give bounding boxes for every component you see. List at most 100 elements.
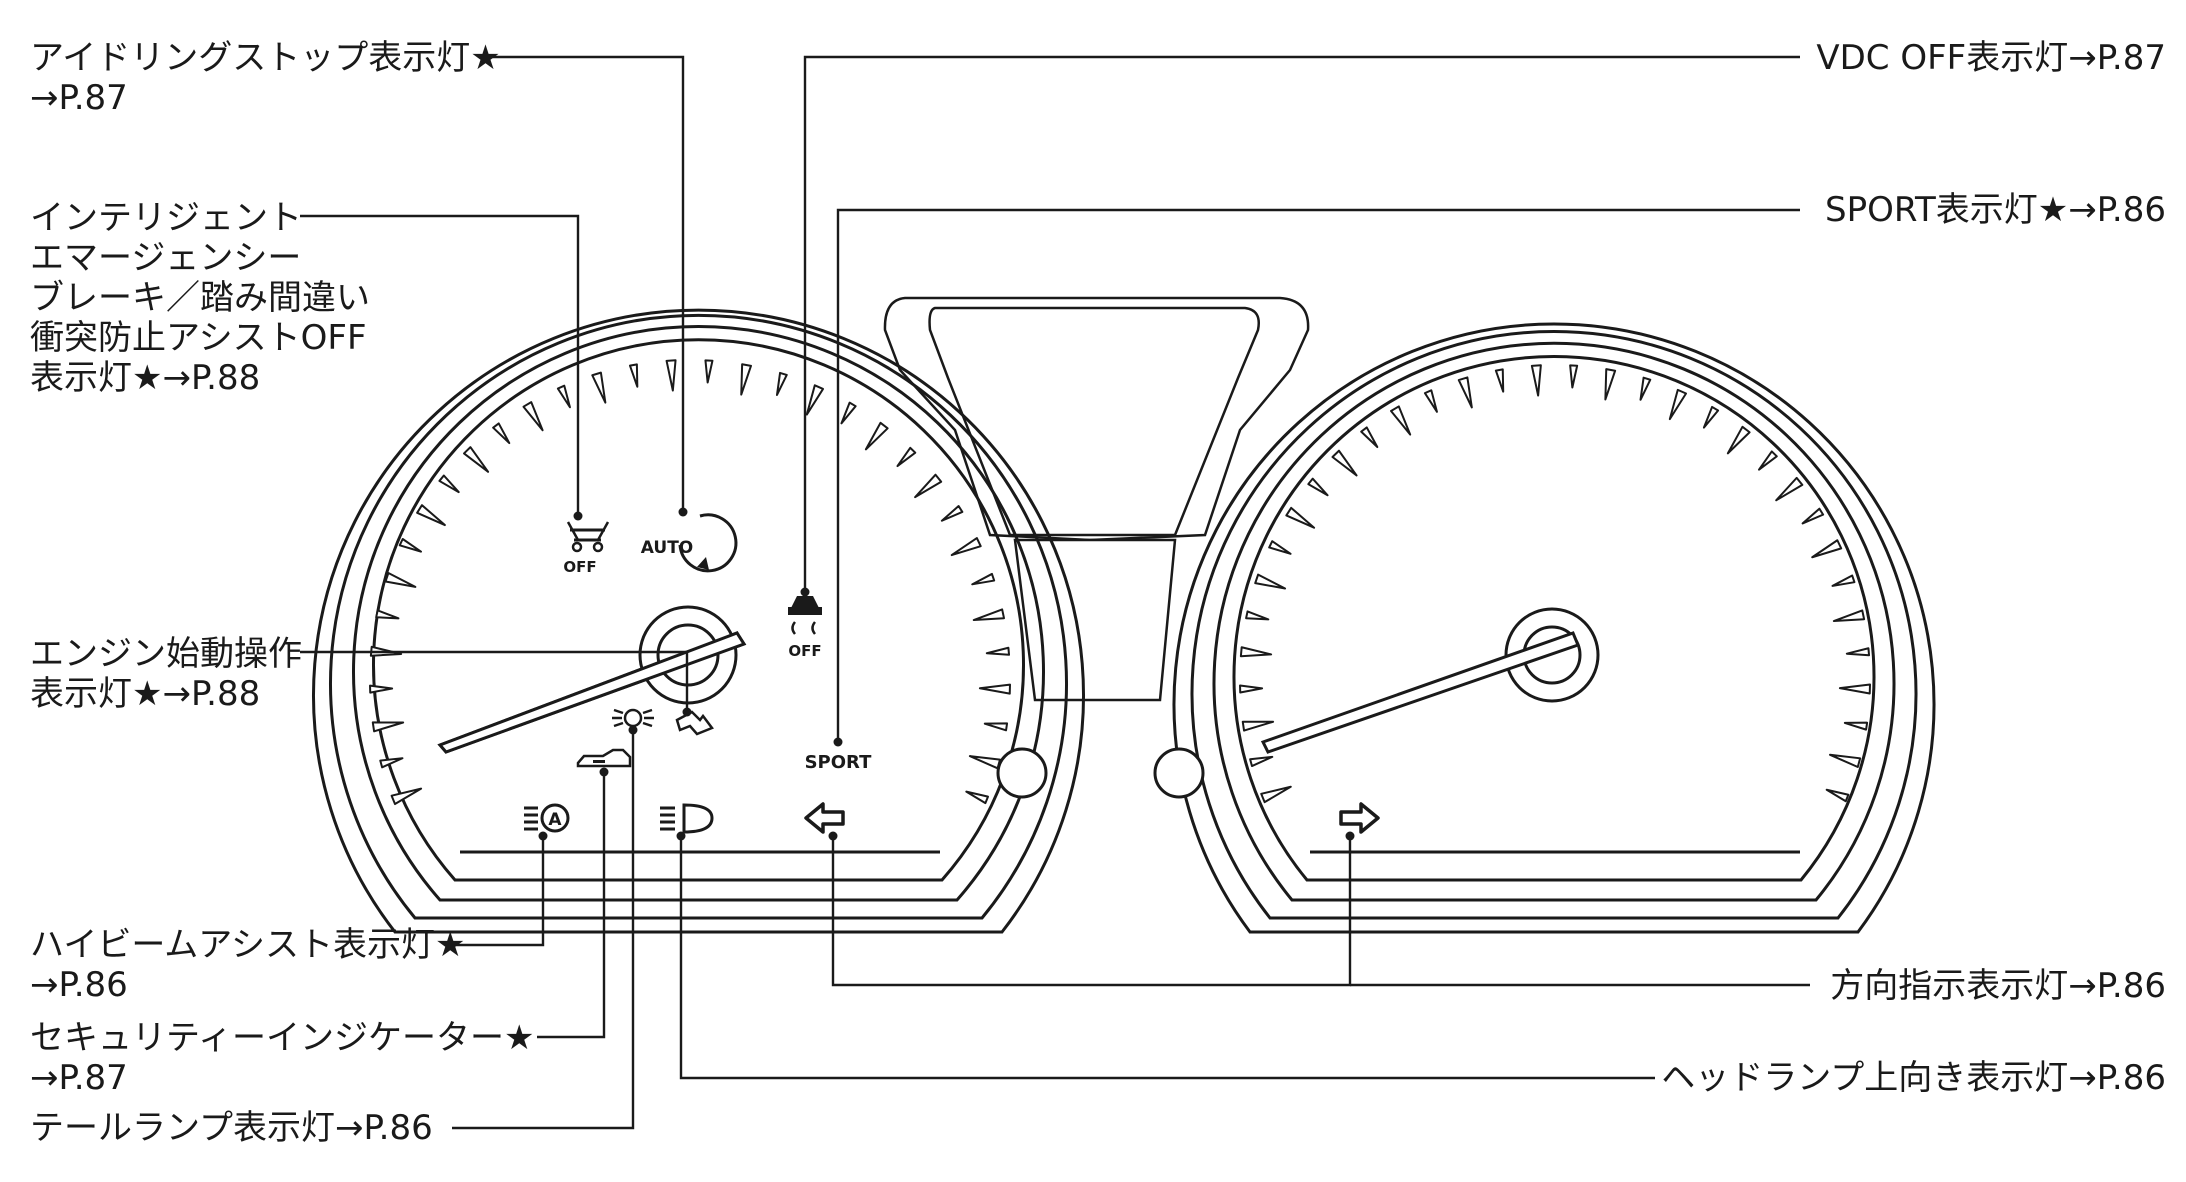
right-gauge-tick — [1268, 540, 1292, 555]
left-gauge-tick — [914, 473, 943, 499]
right-gauge-tick — [1423, 389, 1438, 413]
right-gauge-tick — [1241, 720, 1275, 732]
callout-security: セキュリティーインジケーター★ →P.87 — [30, 1018, 534, 1098]
right-gauge-tick — [1845, 647, 1871, 657]
left-gauge-tick — [968, 755, 1001, 770]
right-gauge-tick — [1843, 721, 1869, 731]
left-gauge-tick — [384, 571, 417, 588]
left-gauge-tick — [983, 722, 1009, 732]
left-gauge-tick — [438, 474, 460, 494]
left-gauge-tick — [864, 421, 889, 451]
left-gauge-tick — [978, 683, 1011, 695]
callout-tail-line1: テールランプ表示灯→P.86 — [30, 1108, 433, 1148]
left-gauge-tick — [940, 505, 964, 522]
idle-stop-auto-icon: AUTO — [641, 513, 738, 573]
leader-lines — [300, 55, 1810, 1130]
security-car-icon — [576, 748, 632, 768]
leader-headlamp-high — [679, 836, 1655, 1080]
callout-engine-start: エンジン始動操作 表示灯★→P.88 — [30, 634, 302, 714]
right-gauge-tick — [1668, 388, 1688, 421]
callout-brake-line1: インテリジェント — [30, 198, 302, 238]
callout-engine-line1: エンジン始動操作 — [30, 634, 302, 674]
right-gauge-tick — [1726, 425, 1751, 455]
center-display-housing — [883, 296, 1310, 702]
callout-sport: SPORT表示灯★→P.86 — [1825, 190, 2166, 230]
right-gauge — [1153, 322, 1936, 934]
callout-tail-lamp: テールランプ表示灯→P.86 — [30, 1108, 433, 1148]
right-gauge-tick — [1825, 788, 1850, 803]
callout-brake-line2: エマージェンシー — [30, 238, 302, 278]
left-gauge-tick — [972, 608, 1006, 622]
left-gauge-tick — [462, 446, 490, 473]
callout-headlamp-high: ヘッドランプ上向き表示灯→P.86 — [1661, 1058, 2166, 1098]
right-gauge-tick — [1702, 405, 1720, 429]
left-gauge-tick — [896, 446, 917, 468]
callout-vdc-line1: VDC OFF表示灯→P.87 — [1816, 38, 2166, 78]
right-trip-knob — [1153, 747, 1205, 799]
sport-label: SPORT — [805, 752, 873, 773]
left-gauge-tick — [379, 757, 404, 769]
auto-label: AUTO — [641, 538, 694, 558]
left-gauge-tick — [965, 790, 990, 805]
right-gauge-tick — [1829, 753, 1862, 768]
callout-brake-line4: 衝突防止アシストOFF — [30, 318, 367, 358]
left-gauge-tick — [805, 384, 825, 416]
right-gauge-tick — [1831, 574, 1856, 587]
callout-brake-line5: 表示灯★→P.88 — [30, 358, 261, 398]
leader-tail-lamp — [452, 730, 635, 1130]
right-gauge-tick — [1360, 426, 1379, 449]
right-gauge-tick-marks — [1239, 364, 1871, 804]
engine-start-icon — [675, 710, 714, 736]
right-gauge-tick — [1285, 506, 1316, 529]
callout-idle-stop: アイドリングストップ表示灯★ →P.87 — [30, 38, 501, 118]
left-gauge-tick — [950, 537, 982, 557]
right-gauge-tick — [1801, 507, 1825, 525]
callout-idle-stop-line2: →P.87 — [30, 78, 128, 118]
tail-lamp-icon — [612, 708, 654, 728]
right-gauge-tick — [1569, 364, 1579, 389]
left-gauge-tick-marks — [369, 359, 1011, 806]
left-gauge-tick — [775, 371, 788, 396]
right-gauge-tick — [1307, 477, 1329, 497]
right-gauge-tick — [1639, 376, 1652, 401]
sport-indicator: SPORT — [805, 752, 873, 773]
right-gauge-tick — [1811, 539, 1843, 559]
callout-sport-line1: SPORT表示灯★→P.86 — [1824, 190, 2166, 230]
headlamp-high-icon — [660, 803, 714, 834]
left-gauge-tick — [740, 363, 752, 396]
left-gauge-tick — [591, 371, 607, 404]
right-gauge-tick — [1494, 368, 1505, 393]
callout-high-beam-assist: ハイビームアシスト表示灯★ →P.86 — [30, 925, 465, 1005]
right-gauge-tick — [1390, 405, 1412, 436]
right-gauge-tick — [1239, 646, 1273, 658]
left-gauge-tick — [416, 504, 446, 527]
turn-right-arrow-icon — [1339, 802, 1380, 834]
brake-off-label: OFF — [563, 558, 596, 576]
right-gauge-tick — [1239, 684, 1264, 694]
left-gauge-tick — [390, 787, 423, 806]
callout-hba-line2: →P.86 — [30, 965, 128, 1005]
callout-turn-line1: 方向指示表示灯→P.86 — [1830, 966, 2166, 1006]
left-gauge-tick — [840, 401, 857, 425]
intelligent-brake-off-icon: OFF — [563, 521, 610, 576]
svg-text:A: A — [548, 810, 562, 830]
right-gauge-tick — [1457, 376, 1473, 409]
left-trip-knob — [996, 747, 1048, 799]
leader-turn-signal — [831, 836, 1352, 987]
right-gauge-tick — [1331, 449, 1358, 477]
callout-vdc-off: VDC OFF表示灯→P.87 — [1816, 38, 2166, 78]
left-gauge-tick — [369, 684, 394, 694]
callout-brake-line3: ブレーキ／踏み間違い — [30, 278, 370, 318]
turn-left-arrow-icon — [804, 802, 845, 834]
callout-engine-line2: 表示灯★→P.88 — [30, 674, 261, 714]
right-gauge-tick — [1245, 610, 1270, 621]
right-gauge-tick — [1254, 573, 1287, 590]
left-gauge-tick — [492, 422, 511, 445]
callout-intelligent-brake: インテリジェント エマージェンシー ブレーキ／踏み間違い 衝突防止アシストOFF… — [30, 198, 370, 398]
left-gauge-tick — [971, 572, 996, 586]
vdc-off-label: OFF — [788, 642, 821, 660]
vdc-off-icon: OFF — [788, 596, 822, 660]
right-gauge-tick — [1260, 785, 1292, 804]
right-gauge-tick — [1604, 368, 1617, 401]
